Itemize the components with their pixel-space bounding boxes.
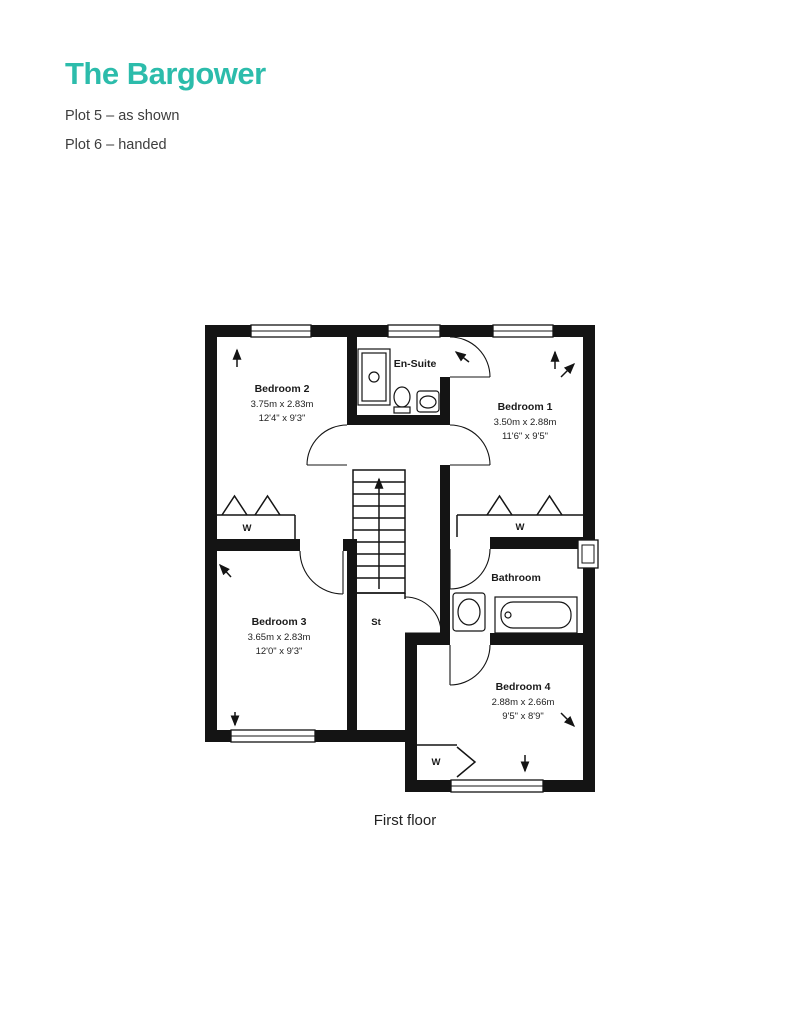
door-bedroom1 [449,424,491,466]
bedroom1-label: Bedroom 1 3.50m x 2.88m 11'6" x 9'5" [494,401,557,442]
plot-6-line: Plot 6 – handed [65,137,167,153]
toilet-icon [393,386,411,414]
svg-text:11'6" x 9'5": 11'6" x 9'5" [502,431,548,442]
wardrobe-label-bedroom2: W [243,523,252,534]
bedroom3-label: Bedroom 3 3.65m x 2.83m 12'0" x 9'3" [248,616,311,657]
window-ensuite [387,324,441,338]
svg-text:Bathroom: Bathroom [491,572,541,584]
floor-plan-svg: Bedroom 2 3.75m x 2.83m 12'4" x 9'3" En-… [205,324,599,793]
wardrobe-bedroom4 [417,744,477,778]
windows-group [230,324,599,793]
store-cupboard [357,592,406,599]
floor-caption: First floor [373,812,437,829]
svg-text:Bedroom 3: Bedroom 3 [252,616,307,628]
bedroom2-label: Bedroom 2 3.75m x 2.83m 12'4" x 9'3" [251,383,314,424]
page-title: The Bargower [65,56,266,91]
window-bedroom2 [250,324,312,338]
room-labels: Bedroom 2 3.75m x 2.83m 12'4" x 9'3" En-… [243,358,557,768]
ensuite-label: En-Suite [394,358,437,370]
svg-text:Bedroom 2: Bedroom 2 [255,383,310,395]
window-bedroom4 [450,779,544,793]
bathroom-label: Bathroom [491,572,541,584]
bedroom4-label: Bedroom 4 2.88m x 2.66m 9'5" x 8'9" [492,681,555,722]
wardrobe-bedroom2 [213,494,296,539]
boiler-icon [577,539,599,569]
svg-text:3.65m x 2.83m: 3.65m x 2.83m [248,632,311,643]
bathtub-icon [494,596,578,634]
store-label: St [371,617,381,628]
staircase [352,469,406,594]
svg-text:En-Suite: En-Suite [394,358,437,370]
floor-plan: Bedroom 2 3.75m x 2.83m 12'4" x 9'3" En-… [195,315,615,795]
door-bedroom3 [299,550,344,595]
bathroom-basin-icon [452,592,486,632]
wardrobe-label-bedroom1: W [516,522,525,533]
door-bedroom2 [306,424,348,466]
wardrobe-label-bedroom4: W [432,757,441,768]
wardrobe-bedroom1 [456,494,583,537]
basin-icon [416,390,440,413]
door-bedroom4 [449,644,491,686]
svg-text:2.88m x 2.66m: 2.88m x 2.66m [492,697,555,708]
header: The Bargower Plot 5 – as shown Plot 6 – … [65,56,266,153]
window-bedroom3 [230,729,316,743]
ensuite-fixtures [357,348,440,414]
svg-text:3.50m x 2.88m: 3.50m x 2.88m [494,417,557,428]
svg-text:9'5" x 8'9": 9'5" x 8'9" [502,711,544,722]
window-bedroom1 [492,324,554,338]
svg-text:3.75m x 2.83m: 3.75m x 2.83m [251,399,314,410]
shower-icon [357,348,391,406]
svg-text:12'4" x 9'3": 12'4" x 9'3" [259,413,306,424]
bathroom-fixtures [452,592,578,634]
arrows-group [218,348,576,773]
svg-text:12'0" x 9'3": 12'0" x 9'3" [256,646,303,657]
plot-5-line: Plot 5 – as shown [65,108,180,124]
door-bathroom [449,548,491,590]
door-ensuite [449,336,491,378]
svg-text:St: St [371,617,381,628]
door-store [404,596,442,634]
doors-group [299,336,491,686]
svg-text:Bedroom 1: Bedroom 1 [498,401,553,413]
svg-text:Bedroom 4: Bedroom 4 [496,681,551,693]
